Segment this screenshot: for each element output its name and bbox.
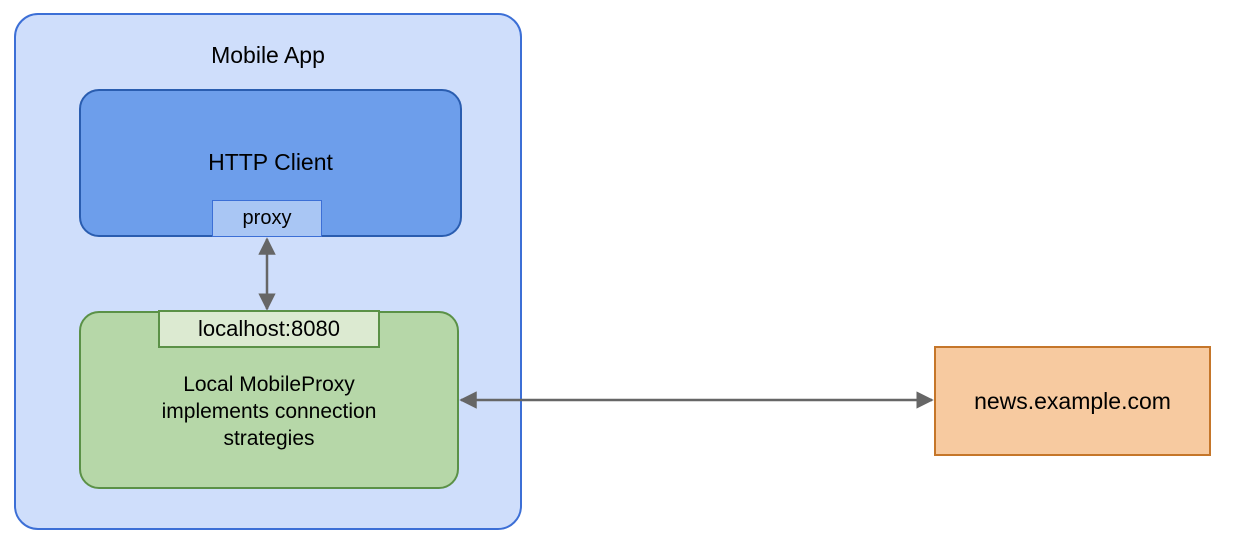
- localhost-port-label[interactable]: localhost:8080: [158, 310, 380, 348]
- local-mobileproxy-line-2: implements connection: [161, 400, 377, 423]
- remote-server-node[interactable]: news.example.com: [934, 346, 1211, 456]
- local-mobileproxy-line-3: strategies: [223, 427, 315, 450]
- http-client-label: HTTP Client: [208, 149, 333, 175]
- local-mobileproxy-line-1: Local MobileProxy: [183, 373, 355, 396]
- mobile-app-title: Mobile App: [211, 42, 325, 68]
- proxy-port-label[interactable]: proxy: [212, 200, 322, 237]
- local-mobileproxy-description: Local MobileProxy implements connection …: [95, 371, 443, 452]
